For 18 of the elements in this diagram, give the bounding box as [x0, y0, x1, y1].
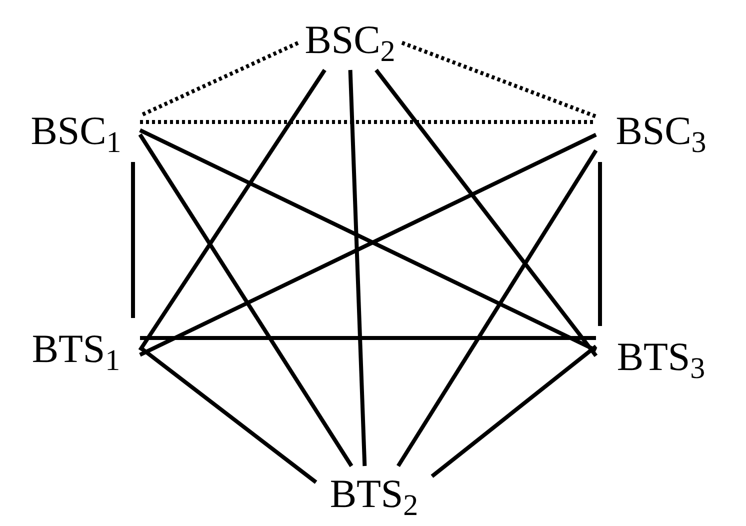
node-label: BTS$_{1}$: [32, 329, 120, 369]
connector-line: [598, 162, 602, 326]
node-label: BTS$_{3}$: [616, 337, 706, 377]
node-label: BTS$_{2}$: [330, 474, 418, 514]
connector-line: [430, 344, 598, 478]
dotted-line: [139, 41, 299, 118]
connector-line: [348, 70, 367, 466]
connector-line: [374, 68, 598, 358]
dotted-line: [140, 120, 596, 124]
node-label: BSC$_{3}$: [616, 111, 706, 151]
connector-line: [140, 336, 596, 340]
connector-line: [396, 149, 598, 468]
node-label: BSC$_{1}$: [30, 111, 122, 151]
connector-line: [138, 68, 326, 352]
node-label: BSC$_{2}$: [304, 20, 396, 60]
dotted-line: [401, 40, 597, 118]
connector-line: [138, 133, 354, 468]
connector-line: [131, 162, 135, 318]
